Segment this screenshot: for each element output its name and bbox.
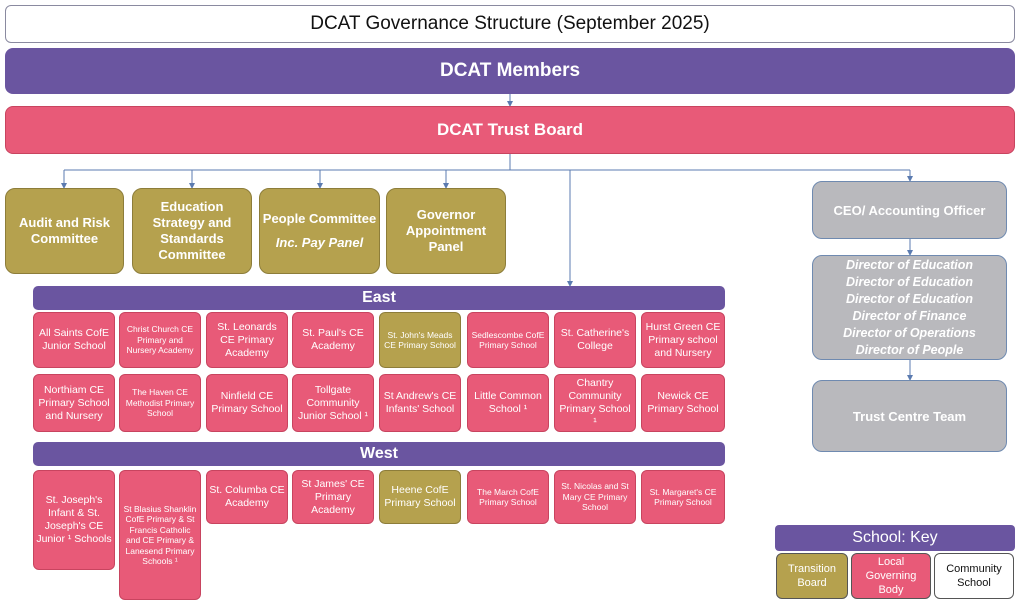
committee-sub-label: Inc. Pay Panel: [275, 235, 364, 250]
key-local-governing-body: Local Governing Body: [851, 553, 931, 599]
school-st-blasius-group: St Blasius Shanklin CofE Primary & St Fr…: [119, 470, 201, 600]
trust-centre-label: Trust Centre Team: [852, 408, 967, 424]
ceo-box: CEO/ Accounting Officer: [812, 181, 1007, 239]
trust-centre-box: Trust Centre Team: [812, 380, 1007, 452]
members-box: DCAT Members: [5, 48, 1015, 94]
school-st-andrews: St Andrew's CE Infants' School: [379, 374, 461, 432]
school-all-saints: All Saints CofE Junior School: [33, 312, 115, 368]
key-community-school: Community School: [934, 553, 1014, 599]
director-item: Director of People: [855, 342, 964, 357]
director-item: Director of Education: [845, 257, 974, 272]
director-item: Director of Operations: [843, 325, 976, 340]
committee-audit-risk: Audit and Risk Committee: [5, 188, 124, 274]
school-newick: Newick CE Primary School: [641, 374, 725, 432]
school-sedlescombe: Sedlescombe CofE Primary School: [467, 312, 549, 368]
school-tollgate: Tollgate Community Junior School ¹: [292, 374, 374, 432]
school-chantry: Chantry Community Primary School ¹: [554, 374, 636, 432]
school-st-james: St James' CE Primary Academy: [292, 470, 374, 524]
key-title: School: Key: [775, 525, 1015, 551]
committee-label: Audit and Risk Committee: [18, 215, 110, 246]
school-the-haven: The Haven CE Methodist Primary School: [119, 374, 201, 432]
school-heene: Heene CofE Primary School: [379, 470, 461, 524]
school-ninfield: Ninfield CE Primary School: [206, 374, 288, 432]
school-st-josephs: St. Joseph's Infant & St. Joseph's CE Ju…: [33, 470, 115, 570]
committee-label: Governor Appointment Panel: [405, 207, 487, 254]
school-st-leonards: St. Leonards CE Primary Academy: [206, 312, 288, 368]
director-item: Director of Finance: [852, 308, 967, 323]
school-st-columba: St. Columba CE Academy: [206, 470, 288, 524]
page-title: DCAT Governance Structure (September 202…: [5, 5, 1015, 43]
trust-board-box: DCAT Trust Board: [5, 106, 1015, 154]
directors-box: Director of Education Director of Educat…: [812, 255, 1007, 360]
director-item: Director of Education: [845, 274, 974, 289]
region-west-header: West: [33, 442, 725, 466]
region-east-header: East: [33, 286, 725, 310]
school-st-catherines: St. Catherine's College: [554, 312, 636, 368]
school-st-johns-meads: St. John's Meads CE Primary School: [379, 312, 461, 368]
director-item: Director of Education: [845, 291, 974, 306]
committee-education-strategy: Education Strategy and Standards Committ…: [132, 188, 252, 274]
school-st-margarets: St. Margaret's CE Primary School: [641, 470, 725, 524]
committee-governor-appointment: Governor Appointment Panel: [386, 188, 506, 274]
school-the-march: The March CofE Primary School: [467, 470, 549, 524]
school-st-nicolas-st-mary: St. Nicolas and St Mary CE Primary Schoo…: [554, 470, 636, 524]
school-st-pauls: St. Paul's CE Academy: [292, 312, 374, 368]
school-northiam: Northiam CE Primary School and Nursery: [33, 374, 115, 432]
committee-label: People Committee: [262, 211, 377, 226]
committee-label: Education Strategy and Standards Committ…: [152, 199, 232, 262]
ceo-label: CEO/ Accounting Officer: [833, 202, 986, 218]
school-little-common: Little Common School ¹: [467, 374, 549, 432]
key-transition-board: Transition Board: [776, 553, 848, 599]
school-hurst-green: Hurst Green CE Primary school and Nurser…: [641, 312, 725, 368]
committee-people: People Committee Inc. Pay Panel: [259, 188, 380, 274]
school-christ-church: Christ Church CE Primary and Nursery Aca…: [119, 312, 201, 368]
